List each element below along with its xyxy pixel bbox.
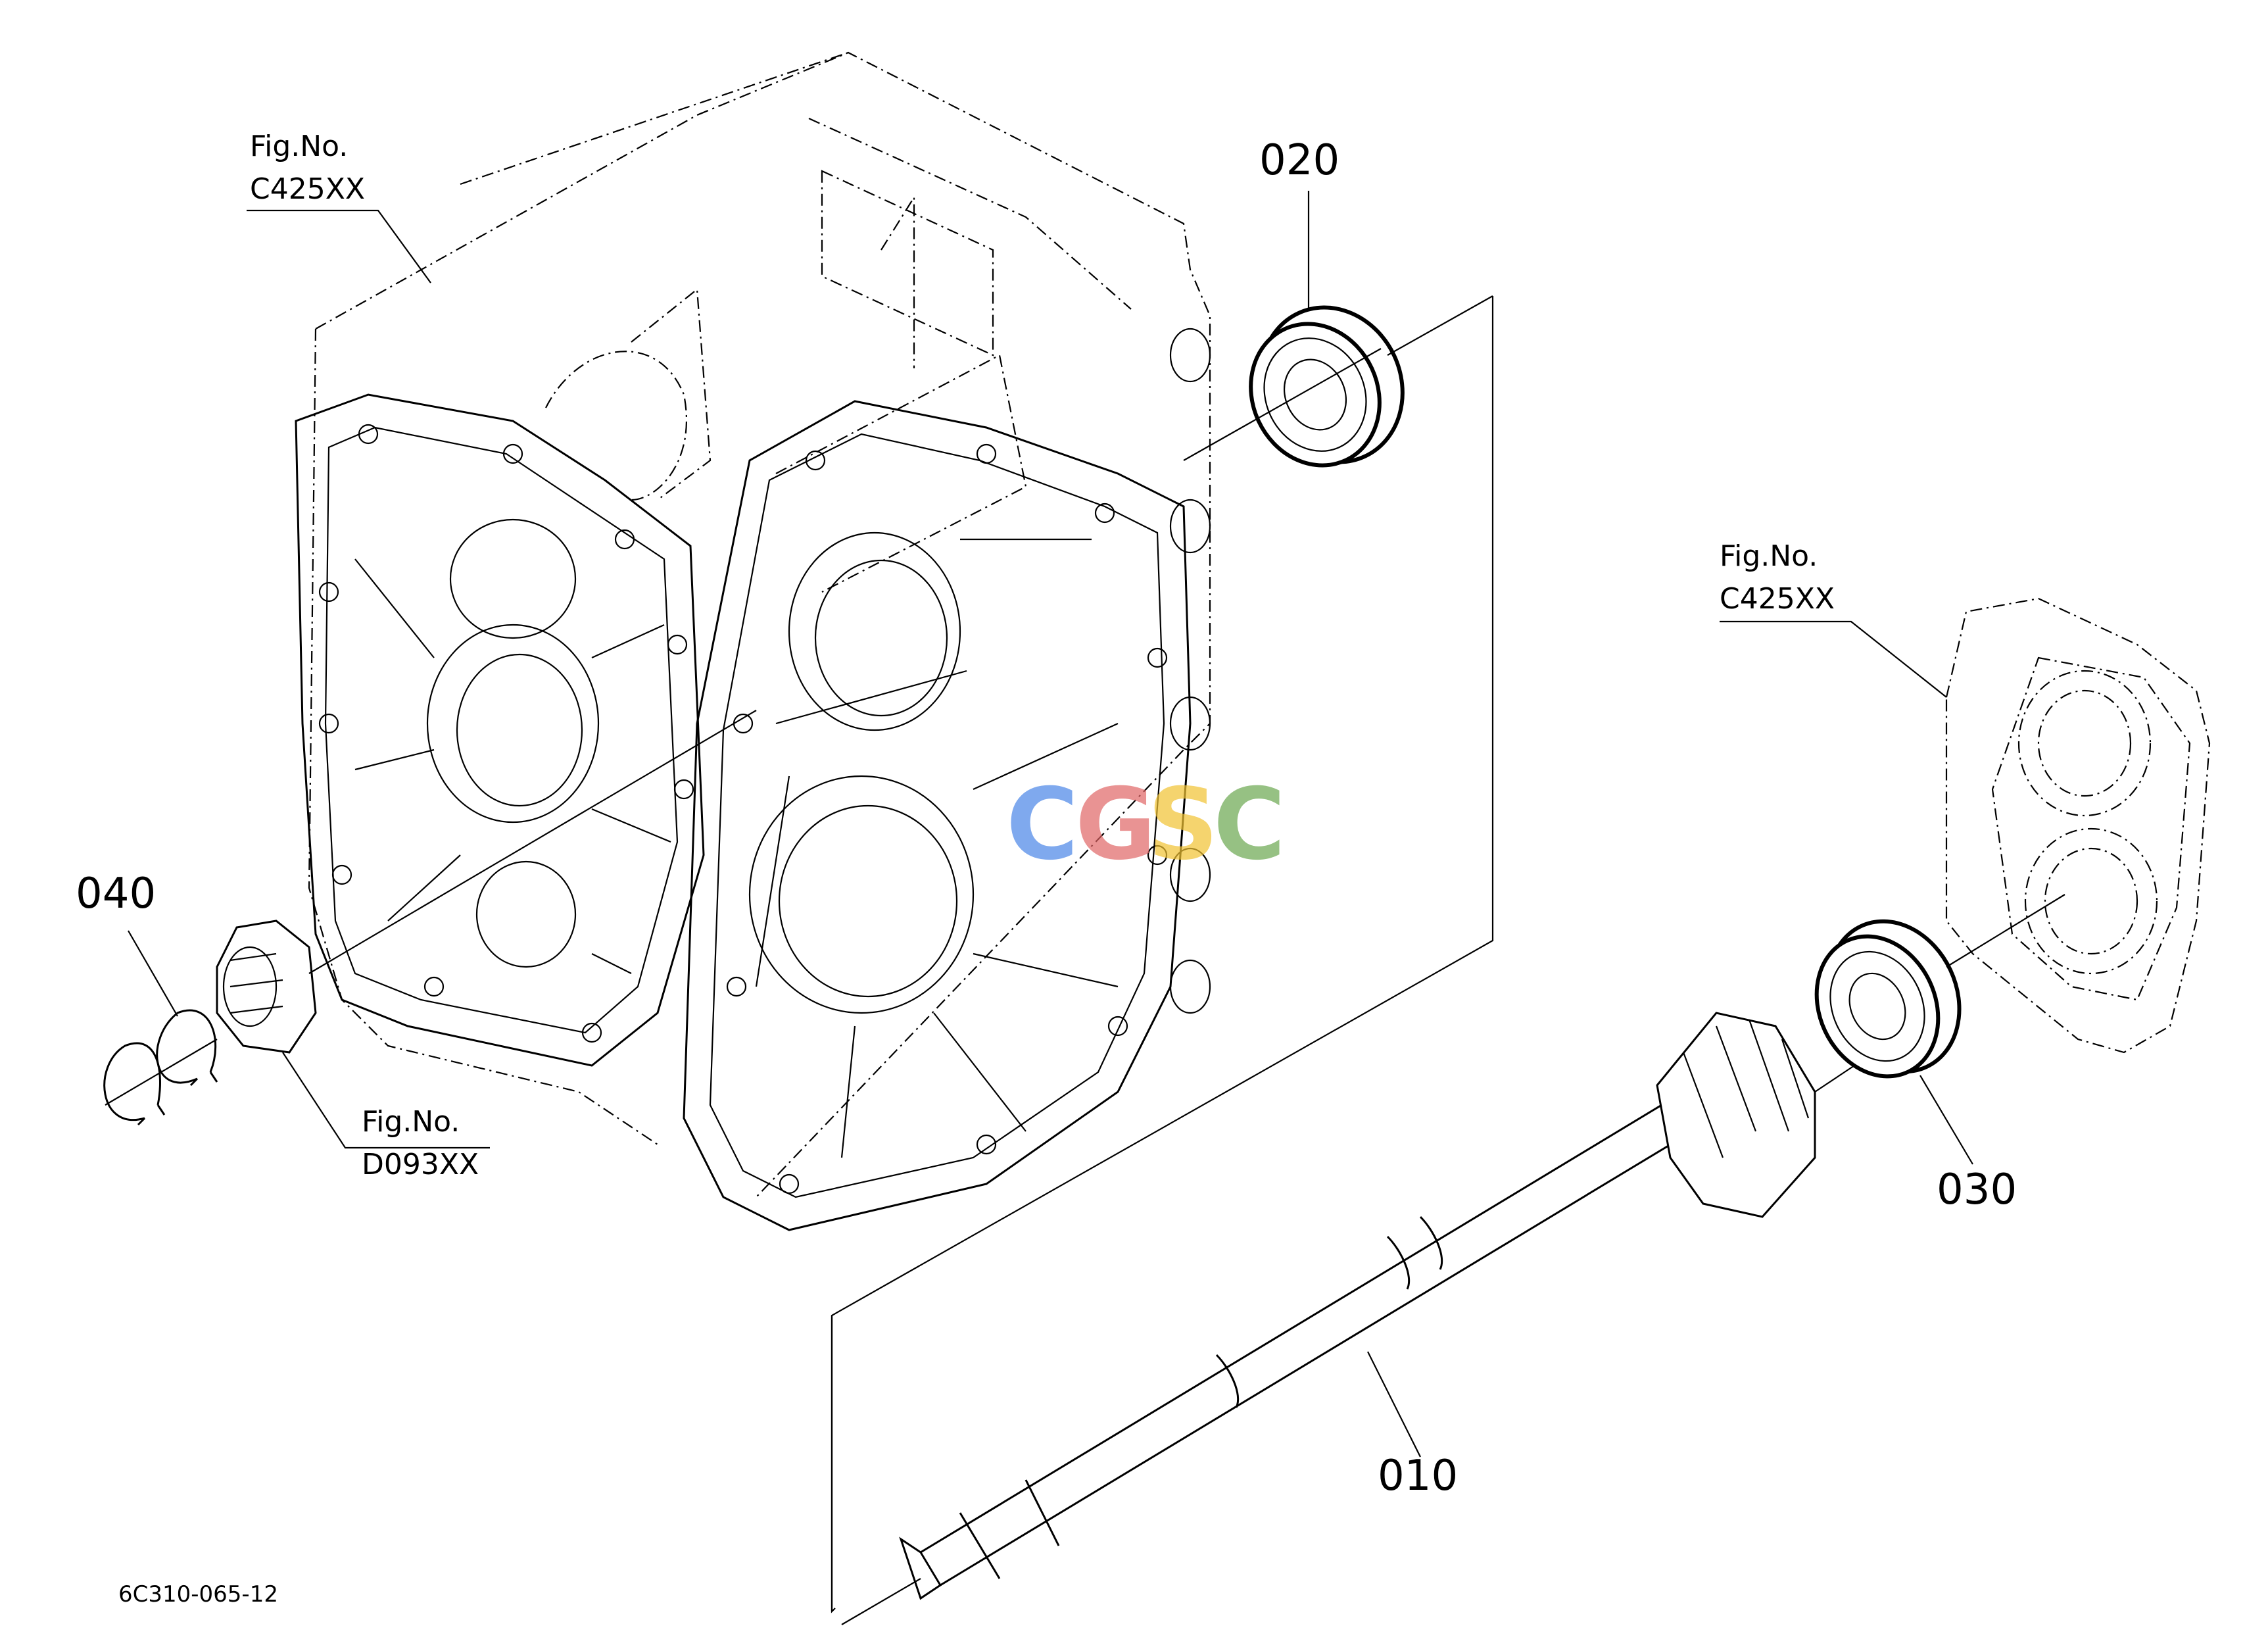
shaft-010 [841,1012,1855,1625]
callout-010: 010 [1378,1452,1458,1500]
bearing-020 [1183,305,1405,468]
bearing-030 [1814,894,2065,1079]
watermark-logo: C G S C [1006,768,1286,882]
callout-040: 040 [76,870,156,918]
leader-010 [1367,1351,1421,1458]
fig-ref-caption-2: Fig.No. [1720,539,1818,573]
snap-ring-040 [156,1009,218,1087]
shaft-assembly-box [831,296,1494,1613]
leader-030 [1919,1075,1973,1165]
fig-ref-caption-1: Fig.No. [250,130,348,163]
fig-ref-code-3: D093XX [362,1148,479,1181]
watermark-letter-4: C [1213,768,1286,882]
fig-ref-code-2: C425XX [1720,582,1835,616]
snap-ring [103,1039,218,1126]
drawing-code: 6C310-065-12 [118,1581,278,1608]
leader-040 [128,930,178,1017]
leader-ref-2 [1720,620,1947,698]
watermark-letter-1: C [1006,768,1078,882]
coupling [216,710,757,1054]
cover-plate [1945,597,2211,1054]
fig-ref-code-1: C425XX [250,172,365,206]
shaft-assembly-box-edge [831,295,1493,1611]
watermark-letter-3: S [1147,768,1218,882]
leader-ref-3 [282,1052,490,1149]
transmission-case [295,51,1211,1231]
watermark-letter-2: G [1075,768,1156,882]
callout-030: 030 [1937,1166,2017,1214]
leader-ref-1 [247,209,431,283]
fig-ref-caption-3: Fig.No. [362,1105,460,1139]
callout-020: 020 [1259,136,1339,185]
